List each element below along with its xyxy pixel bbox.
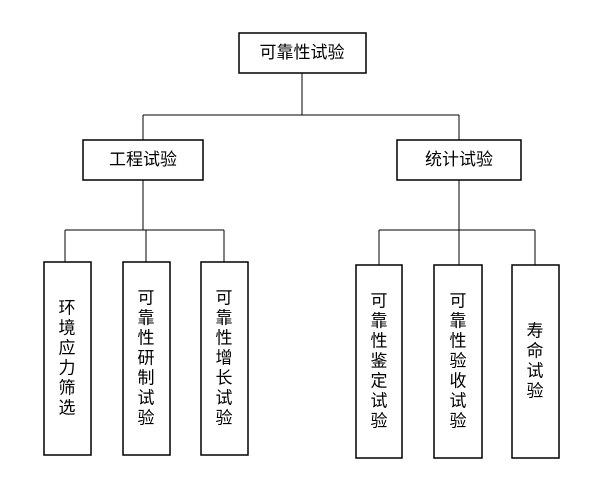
leaf-node: 可靠性验收试验	[433, 264, 483, 459]
branch-node-label: 工程试验	[109, 150, 177, 170]
leaf-node: 寿命试验	[511, 264, 560, 459]
root-node: 可靠性试验	[238, 32, 367, 74]
leaf-node: 可靠性研制试验	[122, 261, 171, 456]
branch-node-engineering: 工程试验	[82, 139, 204, 181]
leaf-node-label: 环境应力筛选	[59, 299, 76, 419]
leaf-node: 可靠性鉴定试验	[355, 264, 403, 459]
branch-node-statistical: 统计试验	[396, 139, 522, 181]
leaf-node-label: 可靠性研制试验	[138, 289, 155, 429]
leaf-node-label: 可靠性增长试验	[216, 289, 233, 429]
leaf-node-label: 寿命试验	[527, 322, 544, 402]
connector-lines	[64, 73, 536, 265]
leaf-node-label: 可靠性鉴定试验	[371, 292, 388, 432]
leaf-node-label: 可靠性验收试验	[450, 292, 467, 432]
root-node-label: 可靠性试验	[260, 43, 345, 63]
branch-node-label: 统计试验	[425, 150, 493, 170]
leaf-node: 环境应力筛选	[43, 261, 92, 456]
leaf-node: 可靠性增长试验	[200, 261, 249, 456]
